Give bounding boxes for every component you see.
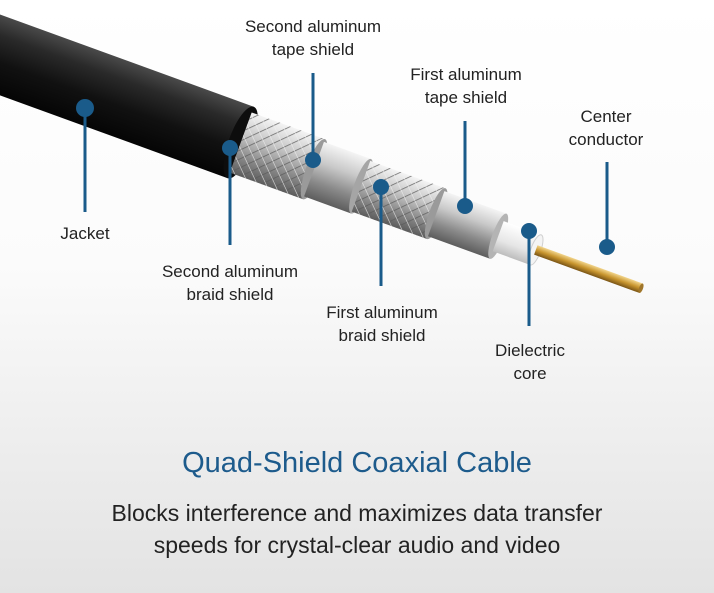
subtitle-line: speeds for crystal-clear audio and video: [153, 532, 561, 558]
label-line: braid shield: [186, 285, 274, 304]
subtitle: Blocks interference and maximizes data t…: [0, 497, 714, 561]
subtitle-line: Blocks interference and maximizes data t…: [111, 500, 603, 526]
label-first-braid-shield: First aluminum braid shield: [302, 301, 462, 347]
label-line: Second aluminum: [244, 17, 382, 36]
label-line: First aluminum: [410, 65, 522, 84]
label-second-tape-shield: Second aluminum tape shield: [233, 15, 393, 61]
label-first-tape-shield: First aluminum tape shield: [386, 63, 546, 109]
label-line: Second aluminum: [161, 262, 299, 281]
dot-first-braid-shield: [373, 179, 389, 195]
dot-first-tape-shield: [457, 198, 473, 214]
label-dielectric-core: Dielectric core: [475, 339, 585, 385]
label-line: core: [513, 364, 547, 383]
label-line: Center: [580, 107, 632, 126]
dot-second-tape-shield: [305, 152, 321, 168]
label-center-conductor: Center conductor: [551, 105, 661, 151]
dot-dielectric-core: [521, 223, 537, 239]
label-second-braid-shield: Second aluminum braid shield: [150, 260, 310, 306]
label-line: Dielectric: [495, 341, 565, 360]
label-line: braid shield: [338, 326, 426, 345]
label-jacket: Jacket: [45, 222, 125, 245]
label-line: conductor: [568, 130, 644, 149]
dot-second-braid-shield: [222, 140, 238, 156]
label-line: First aluminum: [326, 303, 438, 322]
label-line: tape shield: [424, 88, 508, 107]
label-line: Jacket: [60, 224, 110, 243]
page-title: Quad-Shield Coaxial Cable: [182, 447, 532, 479]
dot-center-conductor: [599, 239, 615, 255]
label-line: tape shield: [271, 40, 355, 59]
dot-jacket: [76, 99, 94, 117]
